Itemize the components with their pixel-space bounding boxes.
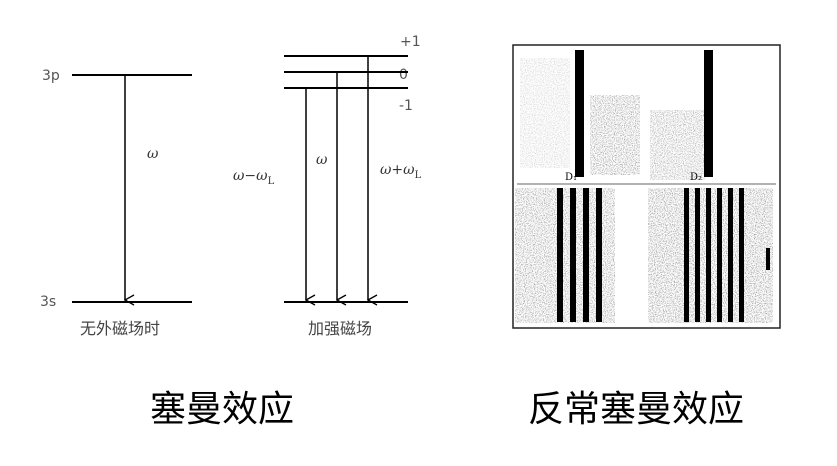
d2-component: [684, 188, 689, 322]
d2-component: [695, 188, 700, 322]
d2-line-unsplit: [704, 50, 713, 177]
speck-mark: [766, 248, 770, 270]
middle-caption: 加强磁场: [308, 319, 372, 338]
grain-patch: [650, 110, 705, 180]
middle-energy-diagram: +1 0 -1 ω−ωL ω ω+ωL 加强磁场: [233, 34, 422, 338]
sublevel-minus1-label: -1: [399, 98, 413, 114]
d1-line-unsplit: [575, 50, 584, 177]
title-zeeman: 塞曼效应: [150, 389, 294, 430]
level-3s-label: 3s: [40, 294, 56, 310]
transition-omega-label: ω: [147, 146, 159, 162]
grain-patch: [590, 95, 640, 175]
d1-component: [570, 188, 576, 322]
d1-component: [596, 188, 602, 322]
d1-component: [583, 188, 589, 322]
d2-component: [739, 188, 744, 322]
d2-component: [717, 188, 722, 322]
sublevel-plus1-label: +1: [400, 34, 421, 50]
d1-label: D₁: [565, 172, 577, 183]
left-caption: 无外磁场时: [80, 319, 160, 338]
grain-patch: [520, 58, 570, 168]
transition-center-label: ω: [316, 152, 328, 168]
transition-plus-label: ω+ωL: [380, 162, 422, 181]
level-3p-label: 3p: [42, 68, 60, 84]
transition-minus-label: ω−ωL: [233, 168, 275, 187]
d2-label: D₂: [690, 172, 702, 183]
d1-component: [557, 188, 563, 322]
d2-component: [706, 188, 711, 322]
spectrum-photo: D₁ D₂: [512, 44, 781, 329]
left-energy-diagram: 3p ω 3s 无外磁场时: [40, 68, 192, 338]
sublevel-0-label: 0: [399, 67, 408, 83]
d2-component: [728, 188, 733, 322]
title-anomalous-zeeman: 反常塞曼效应: [528, 389, 744, 430]
